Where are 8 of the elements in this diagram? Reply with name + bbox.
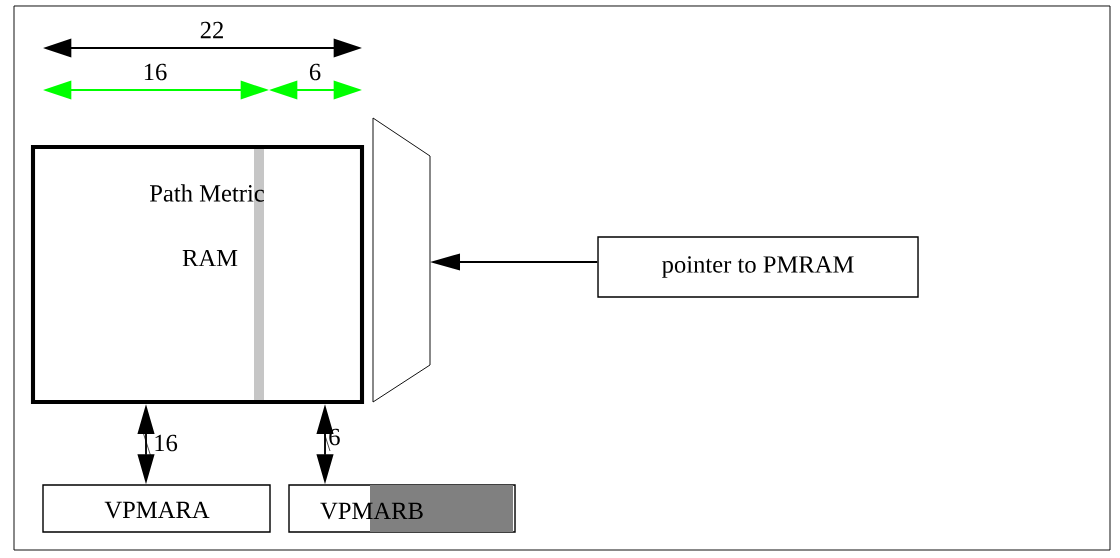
register-box: VPMARA — [42, 484, 271, 533]
register-box: pointer to PMRAM — [597, 236, 919, 298]
dimension-label: 22 — [200, 21, 223, 39]
dimension-label: 6 — [309, 63, 321, 81]
multiplexer — [372, 117, 431, 403]
dimension-label: 16 — [144, 63, 167, 81]
ram-block: Path Metric RAM — [30, 144, 365, 405]
edge-label: 16 — [155, 434, 178, 452]
